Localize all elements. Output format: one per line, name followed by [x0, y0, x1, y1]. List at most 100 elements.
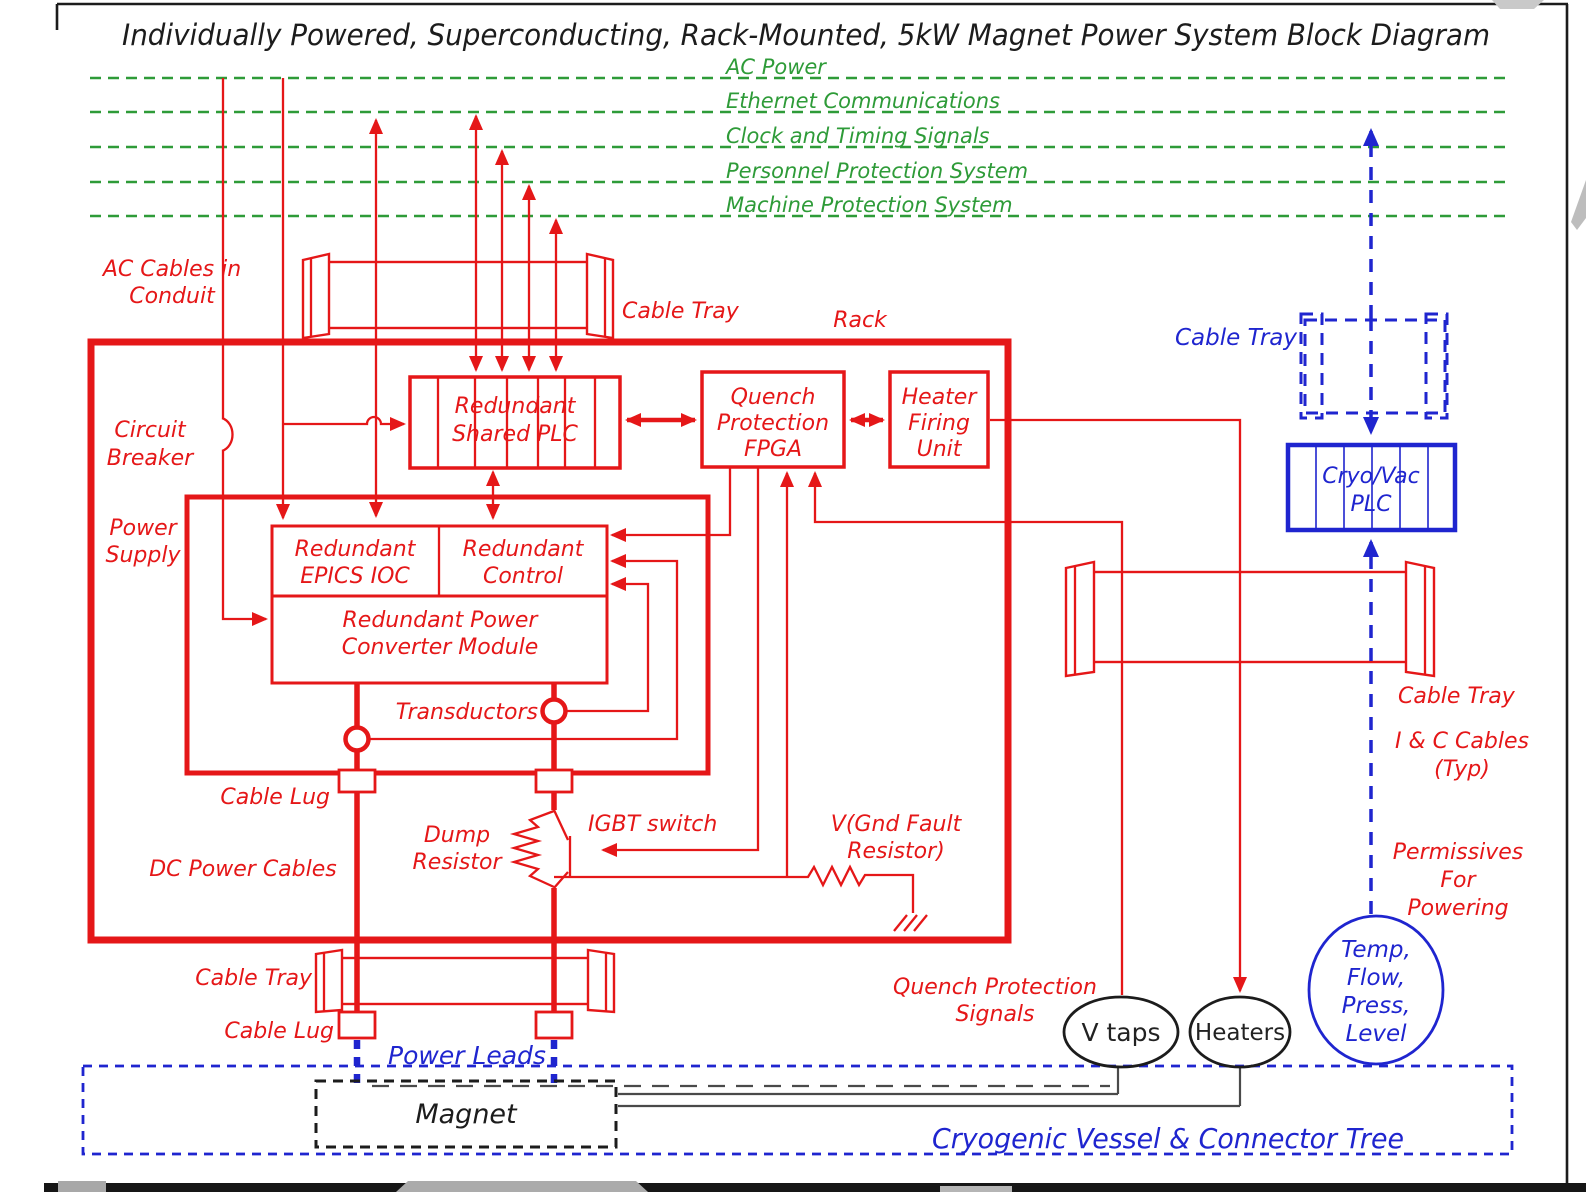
cable-lug-bottom-right [534, 1010, 574, 1040]
circuit-breaker-label-1: Circuit [114, 418, 187, 443]
component-boxes [270, 370, 1458, 1149]
sensors-label-4: Level [1345, 1021, 1407, 1047]
rpcm-box [270, 594, 609, 685]
bus-label-ethernet: Ethernet Communications [726, 89, 1000, 113]
hfu-to-heaters [990, 418, 1247, 993]
hfu-label-1: Heater [902, 385, 979, 410]
circuit-breaker-symbol [221, 416, 234, 453]
sensors-label-1: Temp, [1341, 937, 1411, 963]
blue-wiring [81, 128, 1514, 1156]
cable-tray-bottom [314, 948, 616, 1014]
scan-blob-center [396, 1181, 648, 1192]
permissives-label-1: Permissives [1393, 840, 1523, 865]
ac-cables-label-2: Conduit [129, 284, 216, 309]
power-leads-label: Power Leads [388, 1041, 546, 1070]
bus-label-ac-power: AC Power [724, 55, 827, 79]
heaters-label: Heaters [1195, 1020, 1285, 1046]
heaters-wire [618, 1068, 1242, 1108]
dc-power-cables-label: DC Power Cables [149, 857, 337, 882]
ground-symbol [893, 914, 928, 932]
cryovac-label-1: Cryo/Vac [1322, 464, 1420, 489]
magnet-label: Magnet [415, 1099, 518, 1130]
scan-blob-right [940, 1186, 1012, 1192]
epics-label-2: EPICS IOC [300, 564, 410, 589]
permissives-label-3: Powering [1407, 896, 1508, 921]
cable-lug-ps-label: Cable Lug [220, 785, 330, 810]
circuit-breaker-label-2: Breaker [107, 446, 195, 471]
quench-signals-label-1: Quench Protection [893, 975, 1097, 1000]
epics-control-box [270, 524, 609, 598]
quench-protection-fpga-box [700, 370, 846, 469]
plc-label-1: Redundant [455, 394, 577, 419]
vtaps-to-fpga [808, 471, 1124, 995]
igbt-switch-symbol [552, 809, 570, 889]
cable-lug-bottom-left [337, 1010, 377, 1040]
cryogenic-vessel-boundary [81, 1064, 1514, 1156]
power-supply-enclosure [184, 494, 711, 776]
page-border [55, 2, 1569, 1183]
epics-label-1: Redundant [295, 537, 417, 562]
control-label-1: Redundant [463, 537, 585, 562]
scan-blob-left [58, 1181, 106, 1192]
instrument-wires [372, 1068, 1242, 1108]
transductor1-to-control [368, 554, 679, 741]
cable-tray-blue-label: Cable Tray [1175, 325, 1297, 351]
page-bottom-edge [44, 1183, 1586, 1192]
permissives-label-2: For [1440, 868, 1477, 893]
dump-resistor-label-1: Dump [424, 823, 490, 848]
cryovac-plc-box [1285, 442, 1458, 533]
rpcm-label-2: Converter Module [342, 635, 539, 660]
cryovac-label-2: PLC [1351, 492, 1393, 517]
redundant-shared-plc-box [408, 375, 622, 470]
sensors-label-3: Press, [1342, 993, 1411, 1019]
transductor2-to-control [565, 577, 650, 713]
sensors-label-2: Flow, [1347, 965, 1405, 991]
fpga-label-1: Quench [731, 385, 816, 410]
page-frame [44, 0, 1586, 1192]
transductor-right [540, 697, 568, 725]
cable-tray-bottom-label: Cable Tray [195, 966, 313, 991]
ic-cables-label-1: I & C Cables [1395, 729, 1529, 754]
vtaps-wire [618, 1068, 1120, 1096]
fpga-label-2: Protection [717, 411, 829, 436]
diagram-texts: Rack AC Cables in Conduit Cable Tray Cir… [101, 257, 1529, 1155]
fpga-label-3: FPGA [744, 437, 802, 462]
power-supply-label-2: Supply [106, 543, 182, 568]
hfu-label-3: Unit [917, 437, 963, 462]
vessel-label: Cryogenic Vessel & Connector Tree [932, 1122, 1404, 1155]
bus-label-mps: Machine Protection System [726, 193, 1013, 217]
red-wiring [221, 78, 1247, 1012]
ic-cables-label-2: (Typ) [1434, 757, 1490, 782]
vtaps-node [1062, 995, 1180, 1069]
ac-cables-label-1: AC Cables in [101, 257, 241, 282]
dump-resistor-label-2: Resistor [413, 850, 504, 875]
gnd-fault-label-1: V(Gnd Fault [831, 812, 963, 837]
ac-branch-to-plc [283, 415, 406, 431]
diagram-title: Individually Powered, Superconducting, R… [122, 18, 1490, 52]
facility-buses: AC Power Ethernet Communications Clock a… [90, 55, 1507, 218]
bus-label-pps: Personnel Protection System [726, 159, 1028, 183]
bus-label-clock: Clock and Timing Signals [726, 124, 990, 148]
fpga-to-control [610, 467, 732, 542]
cable-tray-top [301, 252, 615, 340]
fpga-to-igbt-gate [601, 467, 760, 857]
gnd-fault-label-2: Resistor) [847, 839, 945, 864]
cable-lug-ps-right [534, 768, 574, 794]
control-label-2: Control [483, 564, 563, 589]
sensors-node [1307, 914, 1445, 1066]
cable-tray-top-label: Cable Tray [622, 299, 740, 324]
quench-signals-label-2: Signals [955, 1002, 1034, 1027]
cable-lug-bottom-label: Cable Lug [224, 1019, 334, 1044]
vtaps-label: V taps [1081, 1018, 1160, 1047]
rpcm-label-1: Redundant Power [343, 608, 540, 633]
heater-firing-unit-box [888, 370, 990, 469]
dump-resistor-symbol [509, 809, 555, 889]
transductor-left [343, 725, 371, 753]
rack-label: Rack [833, 308, 888, 333]
transductors-label: Transductors [396, 700, 538, 725]
ac-to-rpcm [221, 451, 268, 626]
power-supply-label-1: Power [109, 516, 178, 541]
cable-tray-right-label: Cable Tray [1398, 684, 1516, 709]
plc-label-2: Shared PLC [452, 422, 578, 447]
